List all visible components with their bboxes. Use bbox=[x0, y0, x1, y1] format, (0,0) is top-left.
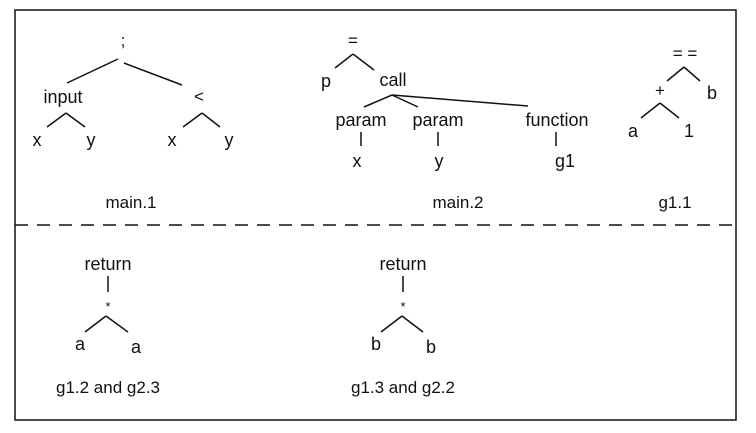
node-x: x bbox=[353, 151, 362, 171]
edge bbox=[123, 62, 183, 86]
node-multiply: * bbox=[105, 299, 110, 314]
edge bbox=[46, 112, 67, 128]
node-p: p bbox=[321, 71, 331, 91]
node-one: 1 bbox=[684, 121, 694, 141]
node-x: x bbox=[33, 130, 42, 150]
node-param: param bbox=[335, 110, 386, 130]
node-semicolon: ; bbox=[121, 31, 126, 50]
node-a: a bbox=[131, 337, 142, 357]
edge bbox=[84, 315, 107, 333]
node-a: a bbox=[75, 334, 86, 354]
caption-main-2: main.2 bbox=[432, 193, 483, 212]
node-g1: g1 bbox=[555, 151, 575, 171]
node-input: input bbox=[43, 87, 82, 107]
node-function: function bbox=[525, 110, 588, 130]
edge bbox=[391, 94, 419, 108]
edge bbox=[391, 94, 529, 107]
edge bbox=[380, 315, 403, 333]
tree-main-1: ; input < x y x y main.1 bbox=[33, 31, 234, 212]
node-plus: + bbox=[655, 81, 665, 100]
tree-g1-3: return * b b g1.3 and g2.2 bbox=[351, 254, 455, 397]
node-b: b bbox=[707, 83, 717, 103]
caption-main-1: main.1 bbox=[105, 193, 156, 212]
node-b: b bbox=[371, 334, 381, 354]
edge bbox=[201, 112, 221, 128]
node-y: y bbox=[225, 130, 234, 150]
caption-g1-2-and-g2-3: g1.2 and g2.3 bbox=[56, 378, 160, 397]
node-return: return bbox=[379, 254, 426, 274]
edge bbox=[105, 315, 129, 333]
node-a: a bbox=[628, 121, 639, 141]
node-y: y bbox=[435, 151, 444, 171]
edge bbox=[659, 102, 680, 119]
edge bbox=[182, 112, 203, 128]
edge bbox=[401, 315, 424, 333]
diagram-frame bbox=[14, 9, 737, 421]
tree-g1-2: return * a a g1.2 and g2.3 bbox=[56, 254, 160, 397]
edge bbox=[683, 66, 701, 82]
tree-g1-1: = = + b a 1 g1.1 bbox=[628, 44, 717, 212]
edge bbox=[666, 66, 685, 82]
edge bbox=[363, 94, 393, 108]
edge bbox=[334, 53, 354, 69]
node-y: y bbox=[87, 130, 96, 150]
node-param: param bbox=[412, 110, 463, 130]
edge bbox=[65, 112, 86, 128]
edge bbox=[66, 58, 119, 84]
edge bbox=[640, 102, 661, 119]
edge bbox=[352, 53, 375, 71]
node-return: return bbox=[84, 254, 131, 274]
node-double-equals: = = bbox=[673, 44, 698, 63]
caption-g1-1: g1.1 bbox=[658, 193, 691, 212]
node-call: call bbox=[379, 70, 406, 90]
node-less-than: < bbox=[194, 87, 204, 106]
node-multiply: * bbox=[400, 299, 405, 314]
caption-g1-3-and-g2-2: g1.3 and g2.2 bbox=[351, 378, 455, 397]
node-x: x bbox=[168, 130, 177, 150]
node-b: b bbox=[426, 337, 436, 357]
tree-main-2: = p call param param function x y g1 mai… bbox=[321, 31, 589, 212]
node-equals: = bbox=[348, 31, 358, 50]
